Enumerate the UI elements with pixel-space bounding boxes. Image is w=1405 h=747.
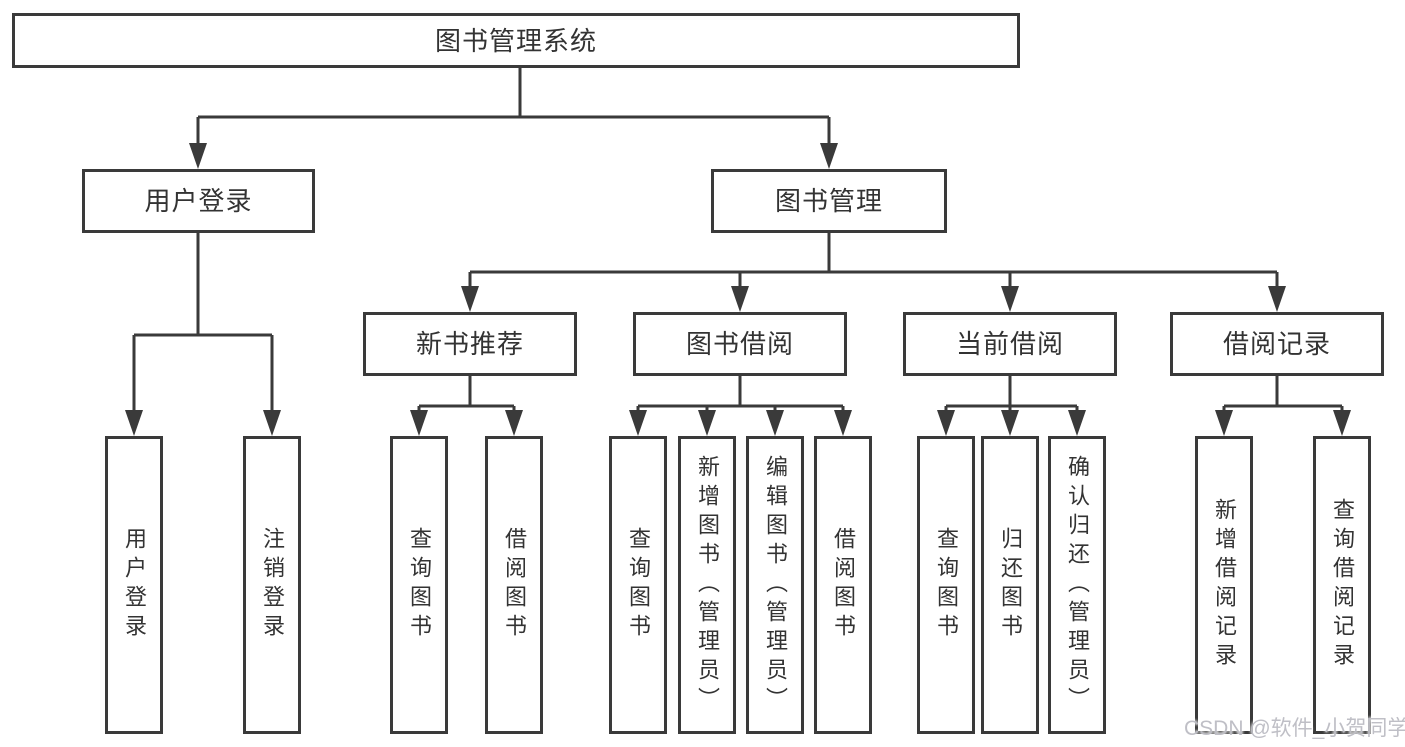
connector-group-current-borrow — [944, 376, 1079, 414]
leaf-logout: 注销登录 — [243, 436, 301, 734]
connector-group-book-management — [468, 233, 1279, 290]
connector-group-book-borrow — [636, 376, 845, 414]
leaf-newbooks-query: 查询图书 — [390, 436, 448, 734]
arrow-down-icon — [263, 410, 281, 436]
leaf-newbooks-borrow: 借阅图书 — [485, 436, 543, 734]
node-book-borrow: 图书借阅 — [633, 312, 847, 376]
leaf-borrow-borrow-label: 借阅图书 — [831, 527, 856, 643]
node-book-management: 图书管理 — [711, 169, 947, 233]
node-user-login: 用户登录 — [82, 169, 315, 233]
node-book-borrow-label: 图书借阅 — [685, 329, 794, 359]
node-current-borrow: 当前借阅 — [903, 312, 1117, 376]
leaf-borrow-query: 查询图书 — [609, 436, 667, 734]
connector-group-root — [196, 68, 831, 148]
arrow-down-icon — [410, 410, 428, 436]
arrow-down-icon — [1333, 410, 1351, 436]
node-borrow-records: 借阅记录 — [1170, 312, 1384, 376]
arrow-down-icon — [629, 410, 647, 436]
arrow-down-icon — [505, 410, 523, 436]
connector-group-new-books — [417, 376, 516, 414]
leaf-borrow-borrow: 借阅图书 — [814, 436, 872, 734]
arrow-down-icon — [125, 410, 143, 436]
arrow-down-icon — [461, 286, 479, 312]
leaf-borrow-add-label: 新增图书（管理员） — [695, 454, 720, 716]
node-book-management-label: 图书管理 — [774, 186, 883, 216]
leaf-current-return-label: 归还图书 — [998, 527, 1023, 643]
connector-group-user-login — [132, 233, 274, 414]
leaf-current-return: 归还图书 — [981, 436, 1039, 734]
arrow-down-icon — [1068, 410, 1086, 436]
leaf-borrow-edit-label: 编辑图书（管理员） — [763, 454, 788, 716]
arrow-down-icon — [189, 143, 207, 169]
node-root-label: 图书管理系统 — [434, 25, 597, 56]
leaf-records-query: 查询借阅记录 — [1313, 436, 1371, 734]
leaf-records-add-label: 新增借阅记录 — [1212, 498, 1237, 672]
arrow-down-icon — [1001, 410, 1019, 436]
arrow-down-icon — [1268, 286, 1286, 312]
arrow-down-icon — [820, 143, 838, 169]
arrow-down-icon — [1001, 286, 1019, 312]
node-borrow-records-label: 借阅记录 — [1222, 329, 1331, 359]
leaf-borrow-edit: 编辑图书（管理员） — [746, 436, 804, 734]
leaf-user-login-label: 用户登录 — [122, 527, 147, 643]
leaf-records-query-label: 查询借阅记录 — [1330, 498, 1355, 672]
node-new-books: 新书推荐 — [363, 312, 577, 376]
arrow-down-icon — [937, 410, 955, 436]
leaf-current-query: 查询图书 — [917, 436, 975, 734]
leaf-borrow-add: 新增图书（管理员） — [678, 436, 736, 734]
leaf-current-confirm: 确认归还（管理员） — [1048, 436, 1106, 734]
arrow-down-icon — [766, 410, 784, 436]
connector-group-borrow-records — [1222, 376, 1344, 414]
node-current-borrow-label: 当前借阅 — [955, 329, 1064, 359]
arrow-down-icon — [1215, 410, 1233, 436]
leaf-newbooks-query-label: 查询图书 — [407, 527, 432, 643]
leaf-records-add: 新增借阅记录 — [1195, 436, 1253, 734]
leaf-current-confirm-label: 确认归还（管理员） — [1065, 454, 1090, 716]
leaf-newbooks-borrow-label: 借阅图书 — [502, 527, 527, 643]
leaf-user-login: 用户登录 — [105, 436, 163, 734]
node-root: 图书管理系统 — [12, 13, 1020, 68]
watermark: CSDN @软件_小贺同学 — [1184, 717, 1405, 740]
leaf-logout-label: 注销登录 — [260, 527, 285, 643]
arrow-down-icon — [834, 410, 852, 436]
node-user-login-label: 用户登录 — [144, 186, 253, 216]
arrow-down-icon — [731, 286, 749, 312]
arrow-down-icon — [698, 410, 716, 436]
leaf-current-query-label: 查询图书 — [934, 527, 959, 643]
node-new-books-label: 新书推荐 — [415, 329, 524, 359]
leaf-borrow-query-label: 查询图书 — [626, 527, 651, 643]
